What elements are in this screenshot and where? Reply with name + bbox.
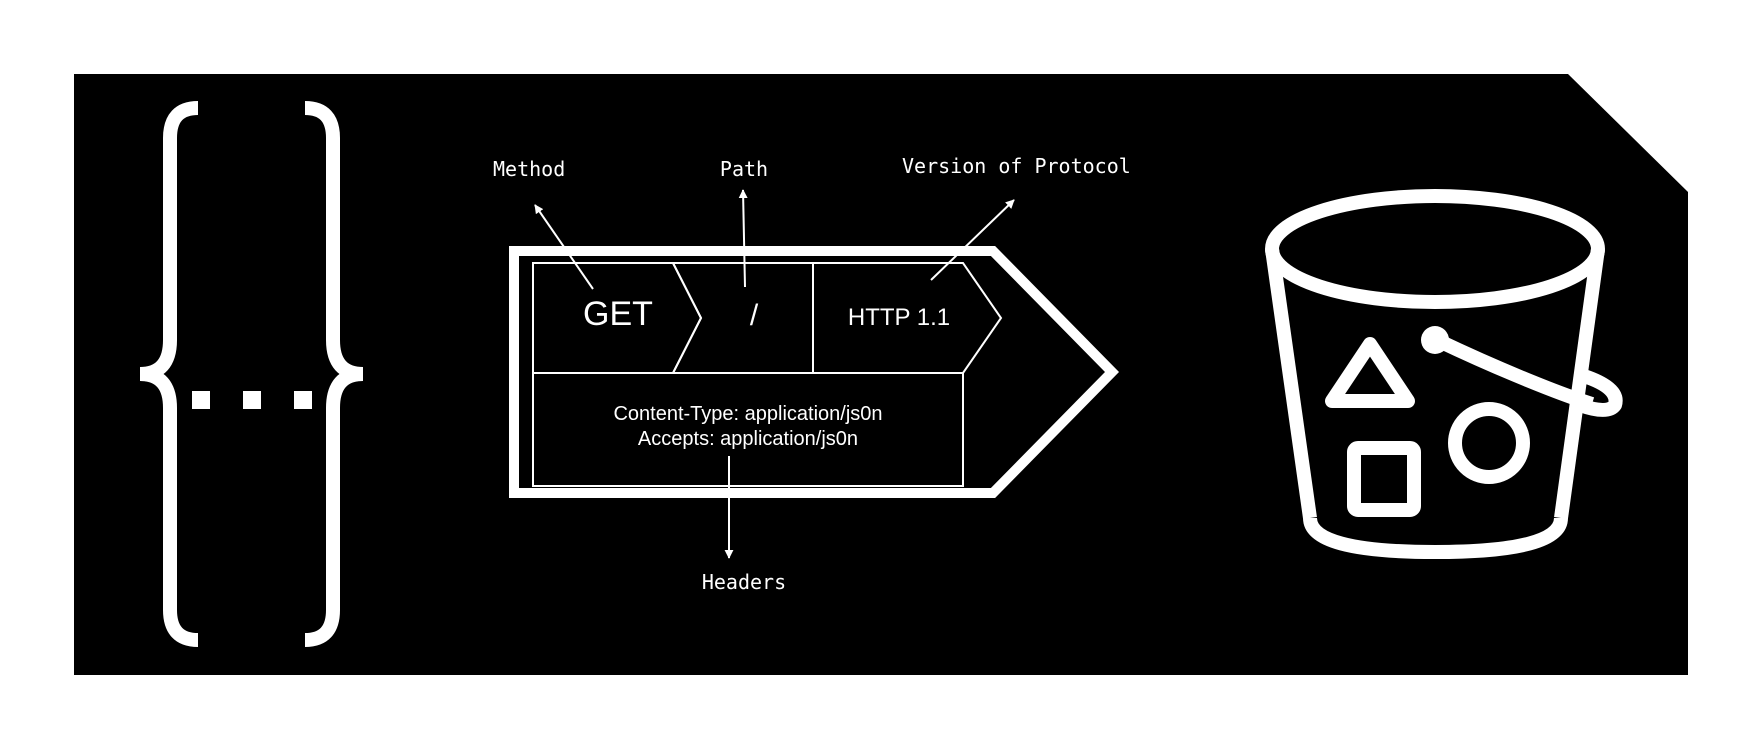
headers-cell (532, 372, 964, 487)
request-envelope (509, 246, 1120, 498)
storage-bucket-icon (1265, 189, 1623, 559)
header-line: Content-Type: application/js0n (613, 403, 882, 425)
header-line: Accepts: application/js0n (638, 428, 858, 450)
method-label: Method (493, 157, 565, 181)
bucket-handle-knob (1421, 326, 1449, 354)
ellipsis-dots (192, 391, 312, 409)
version-value: HTTP 1.1 (848, 304, 950, 331)
headers-label: Headers (702, 570, 786, 594)
method-value: GET (583, 295, 653, 333)
path-arrow (738, 189, 748, 288)
version-arrow (930, 199, 1015, 281)
http-request-block: GET / HTTP 1.1 Content-Type: application… (509, 246, 1120, 498)
path-value: / (750, 299, 759, 332)
version-label: Version of Protocol (902, 154, 1131, 178)
diagram-panel (74, 74, 1688, 675)
method-arrow (534, 204, 594, 290)
path-label: Path (720, 157, 768, 181)
json-braces-icon (139, 101, 364, 647)
version-cell (812, 262, 1003, 374)
